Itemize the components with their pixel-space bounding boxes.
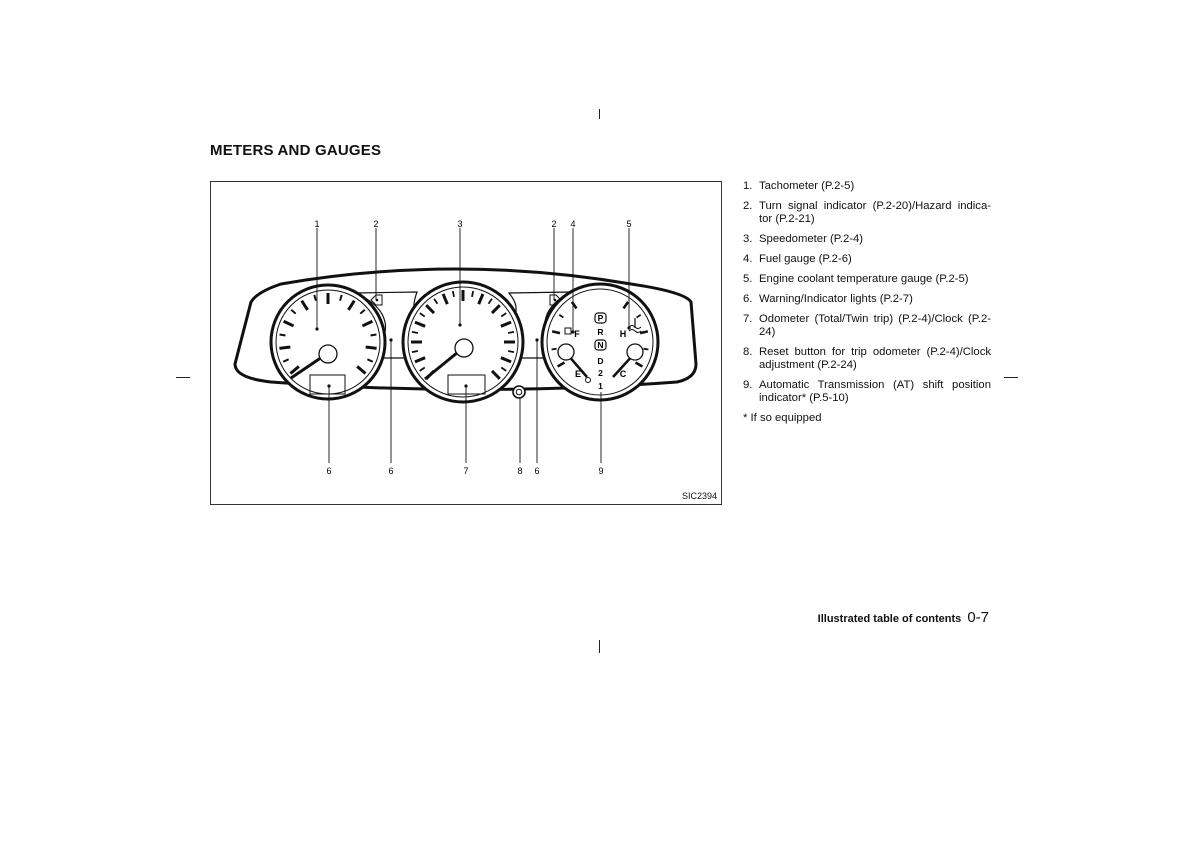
legend-item: 2.Turn signal indicator (P.2-20)/Hazard … (743, 200, 991, 225)
legend-list: 1.Tachometer (P.2-5) 2.Turn signal indic… (743, 180, 991, 425)
callout-9: 9 (598, 466, 603, 476)
shift-pos-N: N (597, 340, 603, 350)
callout-6-b: 6 (388, 466, 393, 476)
legend-item: 5.Engine coolant temperature gauge (P.2-… (743, 273, 969, 285)
callout-3: 3 (457, 219, 462, 229)
speed-lcd (447, 374, 486, 395)
page-number: 0-7 (967, 609, 989, 626)
callout-1: 1 (314, 219, 319, 229)
page-footer: Illustrated table of contents 0-7 (818, 609, 989, 626)
fuel-empty-label: E (575, 369, 581, 379)
speedometer (401, 280, 525, 404)
legend-item: 4.Fuel gauge (P.2-6) (743, 253, 852, 265)
trim-mark-bottom (599, 640, 600, 653)
temp-hot-label: H (620, 329, 627, 339)
shift-pos-D: D (597, 356, 603, 366)
tach-hub (318, 344, 338, 364)
shift-pos-R: R (597, 327, 603, 337)
fuel-full-label: F (574, 329, 580, 339)
callout-7: 7 (463, 466, 468, 476)
temp-hub (626, 343, 644, 361)
legend-item: 6.Warning/Indicator lights (P.2-7) (743, 293, 913, 305)
tachometer (269, 283, 387, 401)
legend-item: 9.Automatic Transmission (AT) shift posi… (743, 379, 991, 404)
shift-pos-2: 2 (598, 368, 603, 378)
callout-2-left: 2 (373, 219, 378, 229)
tach-lcd (309, 374, 346, 395)
indicator-window-right (507, 291, 572, 359)
turn-signal-left-icon (370, 294, 383, 306)
speed-hub (454, 338, 474, 358)
callout-5: 5 (626, 219, 631, 229)
legend-item: 7.Odometer (Total/Twin trip) (P.2-4)/Clo… (743, 313, 991, 338)
trim-mark-left (176, 377, 190, 378)
footer-section-title: Illustrated table of contents (817, 613, 962, 625)
trim-mark-top (599, 109, 600, 119)
trim-mark-right (1004, 377, 1018, 378)
shift-pos-P: P (598, 313, 604, 323)
callout-4: 4 (570, 219, 575, 229)
legend-item: 3.Speedometer (P.2-4) (743, 233, 864, 245)
callout-8: 8 (517, 466, 522, 476)
legend-item: 8.Reset button for trip odometer (P.2-4)… (743, 346, 991, 371)
callout-2-right: 2 (551, 219, 556, 229)
legend-item: 1.Tachometer (P.2-5) (743, 180, 855, 192)
instrument-cluster-figure: F E H C P R N D 2 1 (210, 181, 722, 505)
fuel-hub (557, 343, 575, 361)
callout-6-a: 6 (326, 466, 331, 476)
callout-6-c: 6 (534, 466, 539, 476)
page-title: METERS AND GAUGES (210, 142, 382, 159)
turn-signal-right-icon (549, 294, 562, 306)
shift-pos-1: 1 (598, 381, 603, 391)
legend-note: * If so equipped (743, 412, 822, 424)
temp-cold-label: C (620, 369, 627, 379)
instrument-cluster-drawing: F E H C P R N D 2 1 (233, 219, 698, 476)
trip-reset-button (512, 385, 526, 399)
figure-code: SIC2394 (681, 491, 717, 501)
